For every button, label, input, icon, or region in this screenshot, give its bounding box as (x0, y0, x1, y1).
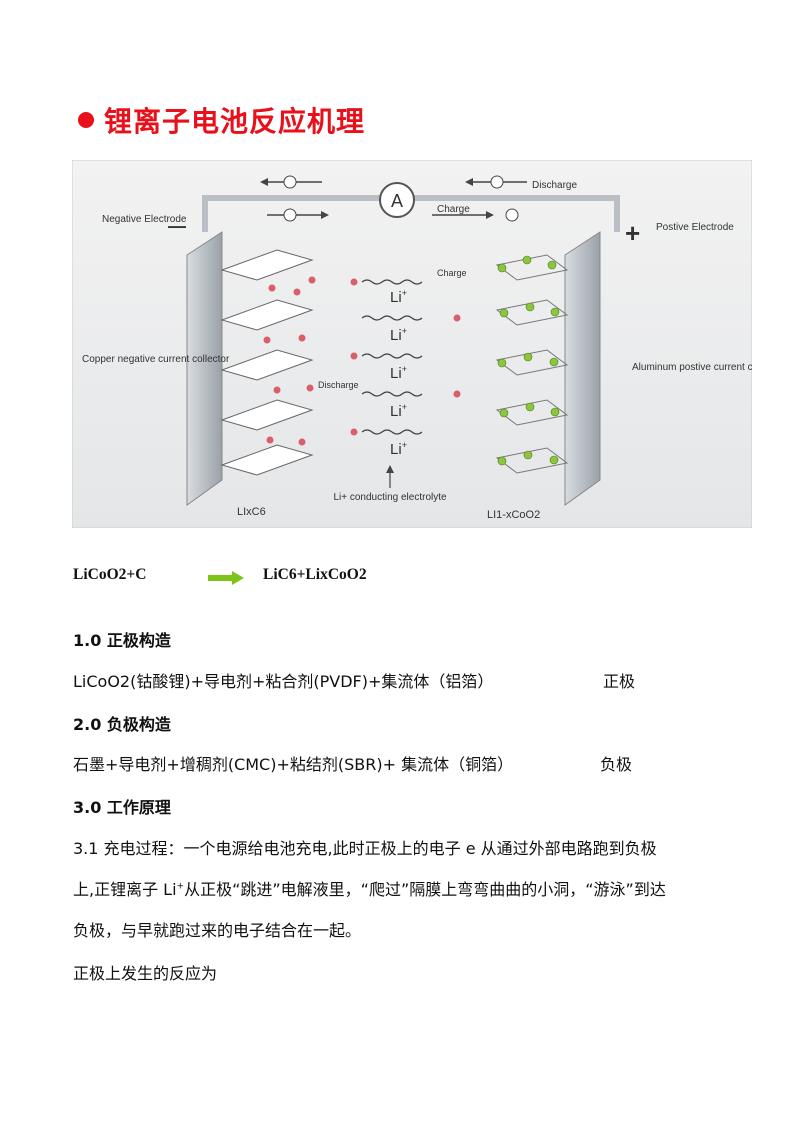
paragraph-1-line-1: 3.1 充电过程：一个电源给电池充电,此时正极上的电子 e 从通过外部电路跑到负… (73, 839, 657, 858)
positive-electrode-label: Postive Electrode (656, 222, 734, 233)
svg-text:Li+: Li+ (390, 364, 407, 382)
title-text: 锂离子电池反应机理 (104, 105, 366, 138)
cathode-label: LI1-xCoO2 (487, 509, 540, 521)
ion-labels: Li+ Li+ Li+ Li+ Li+ (390, 288, 407, 458)
charge-arrow-top (267, 208, 519, 222)
battery-diagram: A Discharge Charge Negative Electrode — … (72, 160, 752, 528)
section-2-text: 石墨+导电剂+增稠剂(CMC)+粘结剂(SBR)+ 集流体（铜箔） (73, 755, 514, 774)
section-1-heading: 1.0 正极构造 (73, 631, 171, 650)
aluminum-collector-plate (564, 231, 601, 506)
svg-text:Li+: Li+ (390, 440, 407, 458)
charge-label: Charge (437, 204, 470, 215)
svg-text:Li+: Li+ (390, 402, 407, 420)
minus-icon: — (168, 216, 186, 236)
paragraph-1-line-3: 负极，与早就跑过来的电子结合在一起。 (73, 921, 362, 940)
anode-label: LIxC6 (237, 506, 266, 518)
reaction-arrow-icon (208, 571, 244, 585)
charge-inner-label: Charge (437, 268, 467, 278)
plus-icon: + (625, 218, 640, 248)
bullet-icon (78, 112, 94, 128)
electrolyte-label: Li+ conducting electrolyte (333, 492, 447, 503)
section-3-heading: 3.0 工作原理 (73, 798, 171, 817)
negative-electrode-label: Negative Electrode (102, 214, 187, 225)
lithium-ions-anode (263, 276, 316, 446)
equation-left: LiCoO2+C (73, 566, 147, 583)
discharge-label: Discharge (532, 180, 577, 191)
equation-right: LiC6+LixCoO2 (263, 566, 367, 583)
section-1-text: LiCoO2(钴酸锂)+导电剂+粘合剂(PVDF)+集流体（铝箔） (73, 672, 494, 691)
section-2-heading: 2.0 负极构造 (73, 715, 171, 734)
cobalt-oxide-atoms (497, 255, 560, 466)
ammeter-label: A (391, 191, 403, 211)
section-2-tail: 负极 (600, 755, 633, 774)
ammeter-icon (379, 182, 415, 218)
section-1-tail: 正极 (603, 672, 636, 691)
page-title: 锂离子电池反应机理 (78, 100, 365, 140)
svg-text:Li+: Li+ (390, 326, 407, 344)
graphite-layers (220, 249, 314, 476)
ion-wave-arrows (361, 279, 423, 435)
svg-text:Li+: Li+ (390, 288, 407, 306)
aluminum-collector-label: Aluminum postive current collector (632, 362, 752, 373)
paragraph-2: 正极上发生的反应为 (73, 964, 218, 983)
lithium-ions-electrolyte (350, 278, 461, 436)
copper-collector-plate (186, 231, 223, 506)
discharge-inner-label: Discharge (318, 380, 359, 390)
discharge-arrow-top (260, 175, 527, 189)
copper-collector-label: Copper negative current collector (82, 354, 230, 365)
paragraph-1-line-2: 上,正锂离子 Li+从正极“跳进”电解液里，“爬过”隔膜上弯弯曲曲的小洞，“游泳… (73, 880, 666, 899)
